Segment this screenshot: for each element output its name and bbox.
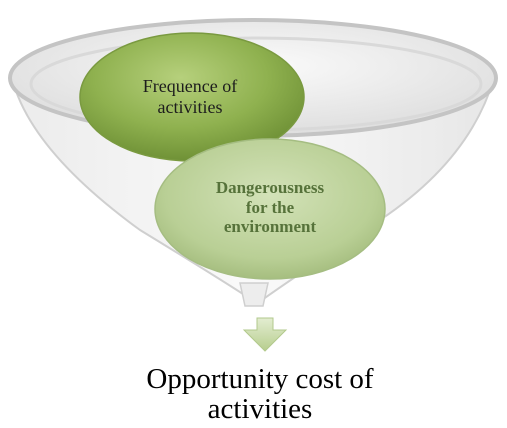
result-label: Opportunity cost of activities — [146, 363, 374, 426]
down-arrow-icon — [242, 317, 288, 352]
circle-dangerousness-label: Dangerousness for the environment — [215, 178, 325, 237]
circle-frequence-label: Frequence of activities — [142, 76, 238, 117]
funnel-spout — [239, 282, 269, 307]
circle-dangerousness — [154, 138, 386, 280]
